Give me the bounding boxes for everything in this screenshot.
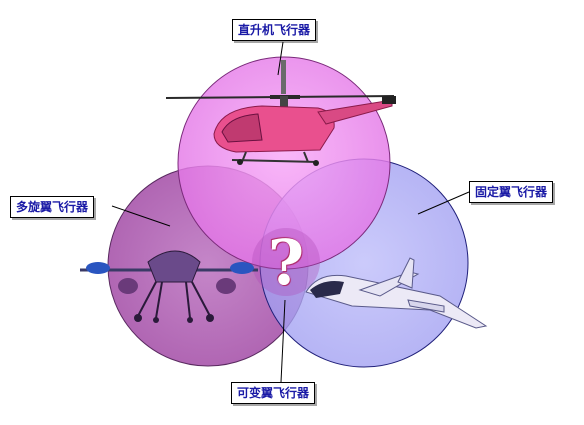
center-question-mark: ? (267, 226, 305, 299)
helicopter-icon (165, 60, 396, 166)
convertible-wing-label: 可变翼飞行器 (231, 382, 316, 404)
multirotor-label: 多旋翼飞行器 (10, 196, 95, 218)
fixed-wing-icon (305, 257, 488, 329)
fixed-wing-label: 固定翼飞行器 (469, 181, 554, 203)
center-overlap-tint (252, 228, 320, 296)
helicopter-label: 直升机飞行器 (232, 19, 317, 41)
multirotor-icon (80, 250, 258, 323)
